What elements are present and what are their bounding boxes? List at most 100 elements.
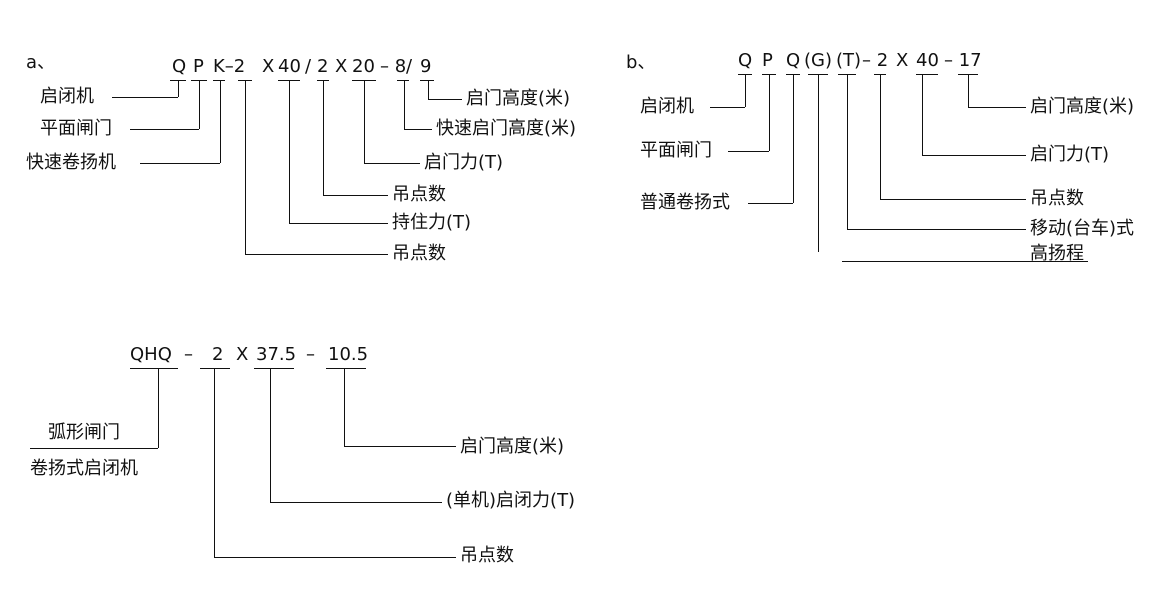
leader-b-mobile-h [847,229,1026,230]
leader-a-holding-force-v [289,80,290,223]
code-a-slash2: / [406,56,413,77]
leader-b-hoist-v [745,74,746,107]
leader-c-gate-height-v [344,368,345,446]
leader-b-plane-gate-v [769,74,770,151]
code-c-375: 37.5 [256,344,297,365]
underline-c-105 [326,368,366,369]
leader-b-g-v [818,74,819,252]
code-b-t: (T) [836,50,862,71]
desc-b-gate-height: 启门高度(米) [1030,96,1135,117]
desc-c-winch-hoist: 卷扬式启闭机 [30,458,138,479]
desc-a-gate-height: 启门高度(米) [466,88,571,109]
desc-c-radial-gate: 弧形闸门 [48,422,120,443]
code-b-q2: Q [786,50,801,71]
leader-a-gate-height-v [428,80,429,99]
leader-a-fast-gate-height-h [404,129,432,130]
leader-a-hoist-h [112,97,178,98]
code-b-p: P [762,50,773,71]
leader-b-opening-force-h [922,155,1026,156]
leader-c-gate-height-h [344,446,456,447]
leader-b-ordinary-winch-v [793,74,794,203]
leader-a-fast-winch-h [140,163,220,164]
desc-c-lift-points: 吊点数 [460,545,514,566]
desc-b-high-lift: 高扬程 [1030,243,1084,264]
leader-c-lift-points-v [214,368,215,557]
leader-a-lift-points-upper-h [323,195,388,196]
desc-b-ordinary-winch: 普通卷扬式 [640,192,730,213]
leader-b-mobile-v [847,74,848,229]
code-a-2: 2 [317,56,329,77]
desc-a-fast-gate-height: 快速启门高度(米) [436,118,577,139]
leader-a-lift-points-lower-h [245,254,388,255]
desc-b-plane-gate: 平面闸门 [640,140,712,161]
code-a-x1: X [262,56,275,77]
code-a-9: 9 [420,56,432,77]
desc-a-hoist: 启闭机 [40,86,94,107]
leader-c-single-force-h [270,502,442,503]
leader-c-radial-gate-h [30,448,158,449]
code-b-40: 40 [916,50,939,71]
leader-a-gate-height-h [428,99,462,100]
leader-b-high-lift-h [842,261,1088,262]
code-a-p: P [193,56,204,77]
code-a-8: – 8 [380,56,407,77]
leader-a-plane-gate-h [130,129,199,130]
code-c-qhq: QHQ [130,344,172,365]
code-b-2: – 2 [862,50,889,71]
leader-a-holding-force-h [289,223,388,224]
underline-a-9 [420,80,434,81]
leader-a-lift-points-lower-v [245,80,246,254]
desc-b-hoist: 启闭机 [640,96,694,117]
leader-b-lift-points-h [880,199,1026,200]
code-b-q1: Q [738,50,753,71]
desc-b-mobile: 移动(台车)式 [1030,218,1135,239]
leader-b-hoist-h [710,107,745,108]
desc-a-fast-winch: 快速卷扬机 [26,152,116,173]
underline-a-k [213,80,225,81]
leader-a-lift-points-upper-v [323,80,324,195]
underline-c-2 [200,368,230,369]
desc-b-lift-points: 吊点数 [1030,188,1084,209]
desc-a-holding-force: 持住力(T) [392,212,472,233]
code-c-105: 10.5 [328,344,369,365]
leader-a-plane-gate-v [199,80,200,129]
code-a-slash1: / [305,56,312,77]
leader-a-opening-force-v [364,80,365,163]
code-c-2: 2 [212,344,224,365]
code-c-dash1: – [184,344,193,365]
leader-a-opening-force-h [364,163,420,164]
leader-c-single-force-v [270,368,271,502]
leader-a-fast-winch-v [220,80,221,163]
desc-a-lift-points-lower: 吊点数 [392,243,446,264]
leader-b-ordinary-winch-h [748,203,793,204]
code-a-k2: K–2 [213,56,246,77]
code-c-x: X [236,344,249,365]
leader-a-hoist-v [178,80,179,97]
leader-b-plane-gate-h [728,151,769,152]
code-b-g: (G) [804,50,832,71]
underline-a-8 [397,80,409,81]
desc-a-opening-force: 启门力(T) [424,152,504,173]
code-c-dash2: – [306,344,315,365]
code-a-q: Q [172,56,187,77]
diagram-a-label: a、 [26,52,56,73]
desc-a-lift-points-upper: 吊点数 [392,184,446,205]
desc-c-gate-height: 启门高度(米) [460,436,565,457]
underline-c-375 [254,368,294,369]
code-a-40: 40 [278,56,301,77]
underline-b-40 [916,74,938,75]
leader-c-lift-points-h [214,557,456,558]
leader-a-fast-gate-height-v [404,80,405,129]
leader-b-gate-height-v [968,74,969,107]
desc-b-opening-force: 启门力(T) [1030,144,1110,165]
desc-a-plane-gate: 平面闸门 [40,118,112,139]
code-b-x: X [896,50,909,71]
code-a-x2: X [335,56,348,77]
leader-c-radial-gate-v [158,368,159,448]
leader-b-opening-force-v [922,74,923,155]
desc-c-single-force: (单机)启闭力(T) [446,490,576,511]
underline-c-qhq [130,368,178,369]
code-a-20: 20 [352,56,375,77]
diagram-b-label: b、 [626,52,656,73]
